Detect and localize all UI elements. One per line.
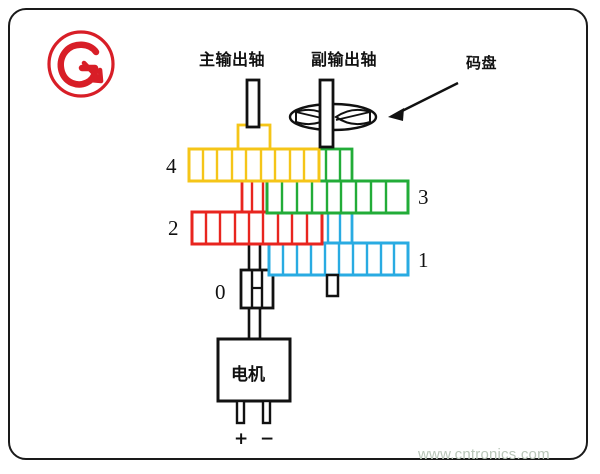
motor-pin-negative bbox=[261, 399, 272, 425]
label-encoder-disc: 码盘 bbox=[466, 54, 498, 72]
motor-pin-positive bbox=[235, 399, 246, 425]
gear-4-yellow bbox=[187, 123, 321, 183]
label-secondary-output-shaft: 副输出轴 bbox=[311, 50, 378, 69]
main-output-shaft bbox=[245, 78, 261, 129]
gear-3-green bbox=[265, 147, 410, 215]
gear-4-large-wheel bbox=[187, 147, 321, 183]
g-logo-icon bbox=[44, 27, 118, 101]
terminal-negative-label: − bbox=[260, 429, 275, 449]
label-main-output-shaft: 主输出轴 bbox=[199, 50, 266, 69]
label-motor: 电机 bbox=[231, 365, 265, 385]
gear-label-1: 1 bbox=[418, 248, 429, 272]
gear-2-large-wheel bbox=[190, 210, 324, 246]
site-watermark: www.cntronics.com bbox=[418, 446, 550, 463]
secondary-output-shaft bbox=[318, 78, 335, 149]
encoder-callout-arrow bbox=[388, 81, 459, 121]
motor-body bbox=[216, 337, 292, 403]
gear-label-0: 0 bbox=[215, 280, 226, 304]
gear-label-2: 2 bbox=[168, 216, 179, 240]
gear-3-large-wheel bbox=[265, 179, 410, 215]
gear-1-shaft-stub bbox=[325, 273, 340, 298]
gear-label-4: 4 bbox=[166, 154, 177, 178]
gear-1-blue bbox=[267, 209, 410, 298]
gear-label-3: 3 bbox=[418, 185, 429, 209]
diagram-border-frame bbox=[8, 8, 588, 460]
terminal-positive-label: + bbox=[234, 429, 249, 449]
gear-4-small-wheel bbox=[236, 123, 272, 153]
gear-3-small-wheel bbox=[313, 147, 354, 184]
